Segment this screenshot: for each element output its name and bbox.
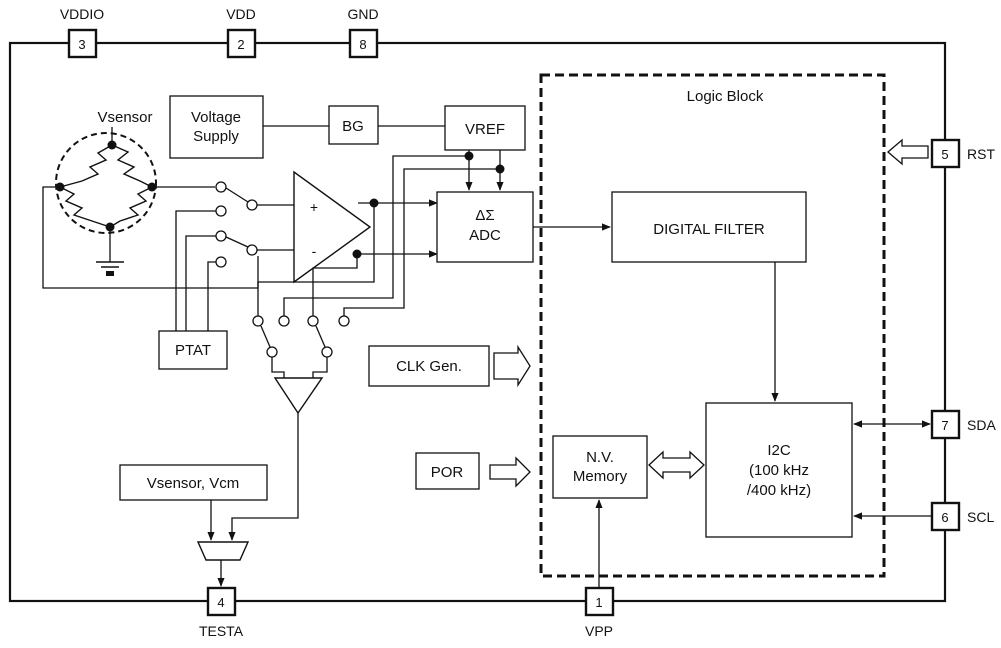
digital-filter-label: DIGITAL FILTER <box>653 221 765 238</box>
vsensor-vcm-label: Vsensor, Vcm <box>147 475 240 492</box>
amp-plus-label: + <box>310 199 318 215</box>
clk-arrow-icon <box>493 344 531 388</box>
digital-filter-block: DIGITAL FILTER <box>611 191 807 263</box>
voltage-supply-line2: Supply <box>193 128 239 145</box>
pin-scl-label: SCL <box>967 509 994 525</box>
ptat-label: PTAT <box>175 342 211 359</box>
pin-testa-number: 4 <box>217 595 224 610</box>
vref-label: VREF <box>465 121 505 138</box>
pin-sda-number: 7 <box>941 418 948 433</box>
pin-vdd-label: VDD <box>226 6 256 22</box>
ground-symbol <box>96 227 124 276</box>
pin-vpp-number: 1 <box>595 595 602 610</box>
vsensor-vcm-block: Vsensor, Vcm <box>119 464 268 501</box>
pin-gnd-number: 8 <box>359 37 366 52</box>
pin-vpp: 1 VPP <box>584 586 615 639</box>
pin-rst-number: 5 <box>941 147 948 162</box>
por-block: POR <box>415 452 480 490</box>
bg-block: BG <box>328 105 379 145</box>
nv-memory-line1: N.V. <box>586 449 614 466</box>
amp-minus-label: - <box>312 243 317 259</box>
por-label: POR <box>431 464 464 481</box>
voltage-supply-block: Voltage Supply <box>169 95 264 159</box>
pin-sda-label: SDA <box>967 417 996 433</box>
pin-sda: 7 SDA <box>930 409 996 440</box>
pin-scl-number: 6 <box>941 510 948 525</box>
vsensor-label: Vsensor <box>97 109 152 126</box>
pin-vdd: 2 VDD <box>226 6 257 59</box>
chip-outline <box>8 41 947 603</box>
pin-testa: 4 TESTA <box>199 586 244 639</box>
amplifier: + - <box>293 170 372 284</box>
pin-vddio-number: 3 <box>78 37 85 52</box>
i2c-line1: I2C <box>767 442 791 459</box>
pin-vddio: 3 VDDIO <box>60 6 104 59</box>
vref-block: VREF <box>444 105 526 151</box>
i2c-line2: (100 kHz <box>749 462 809 479</box>
memory-i2c-arrow-icon <box>648 450 705 480</box>
logic-block-label: Logic Block <box>687 88 764 105</box>
pin-gnd: 8 GND <box>347 6 379 59</box>
voltage-supply-line1: Voltage <box>191 109 241 126</box>
adc-symbol: ΔΣ <box>475 207 494 224</box>
clk-gen-block: CLK Gen. <box>368 345 490 387</box>
clk-gen-label: CLK Gen. <box>396 358 462 375</box>
pin-vpp-label: VPP <box>585 623 613 639</box>
bg-label: BG <box>342 118 364 135</box>
pin-vddio-label: VDDIO <box>60 6 104 22</box>
i2c-line3: /400 kHz) <box>747 482 811 499</box>
adc-label: ADC <box>469 227 501 244</box>
i2c-block: I2C (100 kHz /400 kHz) <box>705 402 853 538</box>
pin-scl: 6 SCL <box>930 501 994 532</box>
ptat-block: PTAT <box>158 330 228 370</box>
output-mux <box>196 541 250 561</box>
pin-rst-label: RST <box>967 146 995 162</box>
test-mux-switches <box>252 315 350 358</box>
pin-rst: 5 RST <box>930 138 995 169</box>
pin-gnd-label: GND <box>347 6 378 22</box>
nv-memory-line2: Memory <box>573 468 628 485</box>
pin-testa-label: TESTA <box>199 623 244 639</box>
test-buffer <box>273 377 324 415</box>
sensor-bridge <box>55 132 157 234</box>
adc-block: ΔΣ ADC <box>436 191 534 263</box>
rst-arrow-icon <box>887 138 929 166</box>
nv-memory-block: N.V. Memory <box>552 435 648 499</box>
input-switches <box>215 181 258 268</box>
por-arrow-icon <box>489 456 531 488</box>
pin-vdd-number: 2 <box>237 37 244 52</box>
logic-block-boundary <box>539 73 886 578</box>
